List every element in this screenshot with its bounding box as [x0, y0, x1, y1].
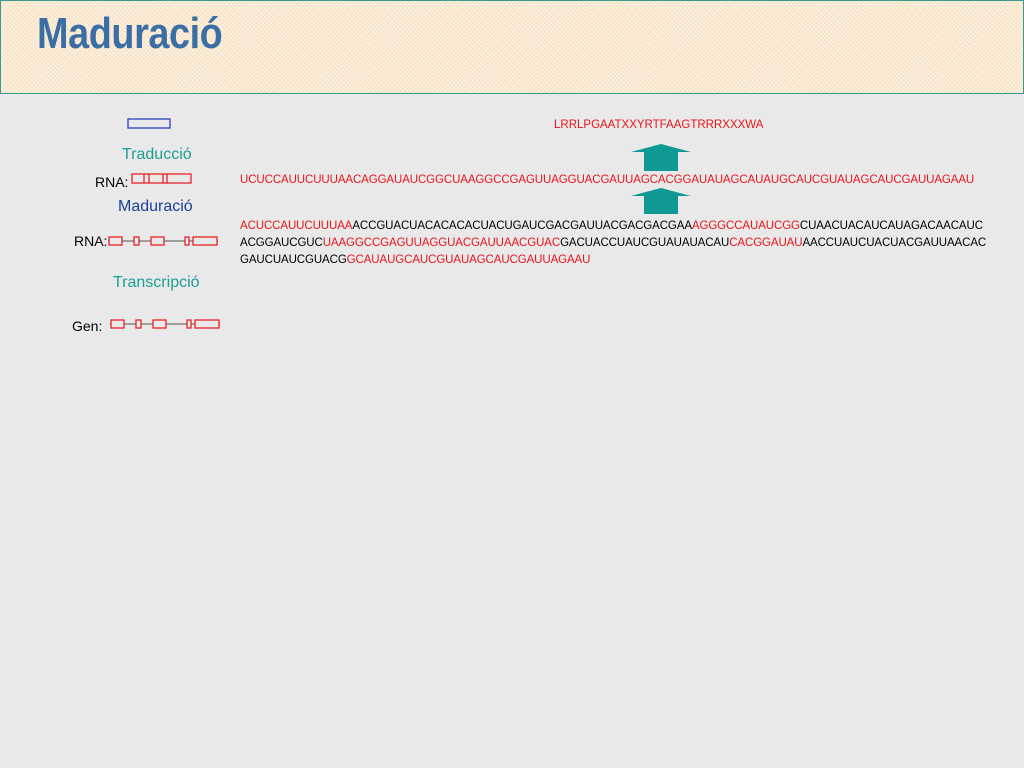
- up-arrow-icon: [631, 144, 691, 171]
- intron-segment: AACCUAUCUACUACGAUUAACAC: [802, 237, 987, 249]
- exon-box-icon: [133, 236, 140, 246]
- exon-box-icon: [135, 319, 142, 329]
- exon-box-icon: [184, 236, 190, 246]
- translation-label: Traducció: [122, 146, 192, 163]
- intron-segment: ACGGAUCGUC: [240, 237, 323, 249]
- exon-box-icon: [110, 319, 125, 329]
- slide-title: Maduració: [37, 9, 223, 58]
- exon-box-icon: [131, 173, 192, 184]
- intron-segment: GAUCUAUCGUACG: [240, 254, 347, 266]
- gene-label: Gen:: [72, 318, 103, 334]
- mature-rna-sequence: UCUCCAUUCUUUAACAGGAUAUCGGCUAAGGCCGAGUUAG…: [240, 174, 975, 186]
- exon-box-icon: [186, 319, 192, 329]
- exon-segment: AGGGCCAUAUCGG: [691, 220, 800, 232]
- intron-segment: GACUACCUAUCGUAUAUACAU: [560, 237, 730, 249]
- protein-sequence: LRRLPGAATXXYRTFAAGTRRRXXXWA: [554, 119, 764, 131]
- rna-label-premrna: RNA:: [74, 233, 108, 249]
- premrna-line: ACUCCAUUCUUUAAACCGUACUACACACACUACUGAUCGA…: [240, 218, 983, 234]
- exon-box-icon: [150, 236, 165, 246]
- exon-segment: CACGGAUAU: [729, 237, 803, 249]
- premrna-line: GAUCUAUCGUACGGCAUAUGCAUCGUAUAGCAUCGAUUAG…: [240, 252, 590, 268]
- rna-label-mature: RNA:: [95, 174, 129, 190]
- exon-segment: UAAGGCCGAGUUAGGUACGAUUAACGUAC: [322, 237, 561, 249]
- gene-strip: [110, 319, 220, 329]
- exon-box-icon: [194, 319, 220, 329]
- up-arrow-icon: [631, 188, 691, 214]
- exon-segment: ACUCCAUUCUUUAA: [240, 220, 353, 232]
- title-banner: Maduració: [0, 0, 1024, 94]
- transcription-label: Transcripció: [113, 274, 200, 291]
- exon-box-icon: [192, 236, 218, 246]
- exon-segment: GCAUAUGCAUCGUAUAGCAUCGAUUAGAAU: [346, 254, 591, 266]
- intron-segment: CUAACUACAUCAUAGACAACAUC: [799, 220, 983, 232]
- exon-box-icon: [152, 319, 167, 329]
- intron-segment: ACCGUACUACACACACUACUGAUCGACGAUUACGACGACG…: [352, 220, 692, 232]
- premrna-strip: [108, 236, 218, 246]
- maturation-label: Maduració: [118, 198, 193, 215]
- exon-box-icon: [108, 236, 123, 246]
- mature-rna-strip: [131, 173, 192, 184]
- protein-box-icon: [127, 118, 171, 129]
- premrna-line: ACGGAUCGUCUAAGGCCGAGUUAGGUACGAUUAACGUACG…: [240, 235, 986, 251]
